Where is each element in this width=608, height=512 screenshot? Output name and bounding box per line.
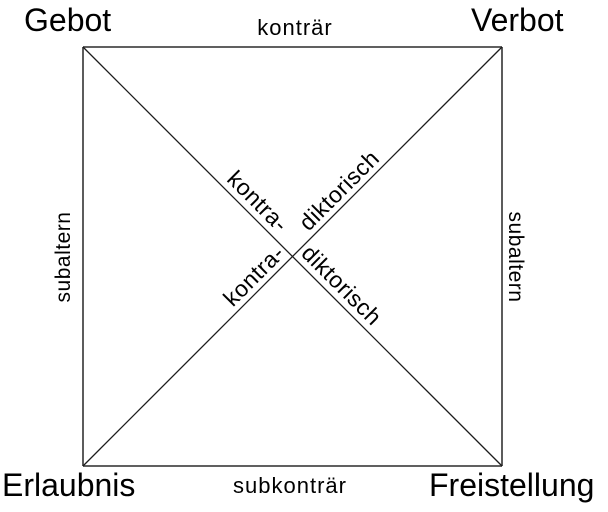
diagonal-ascending-line — [82, 46, 503, 467]
corner-label-erlaubnis: Erlaubnis — [2, 467, 136, 503]
corner-label-verbot: Verbot — [471, 2, 564, 38]
edge-label-subkontraer: subkonträr — [233, 473, 347, 498]
corner-label-freistellung: Freistellung — [429, 467, 595, 503]
corner-label-gebot: Gebot — [24, 2, 112, 38]
side-label-subaltern-right: subaltern — [504, 211, 527, 303]
edge-label-kontraer: konträr — [257, 15, 333, 40]
side-label-subaltern-left: subaltern — [52, 211, 75, 303]
